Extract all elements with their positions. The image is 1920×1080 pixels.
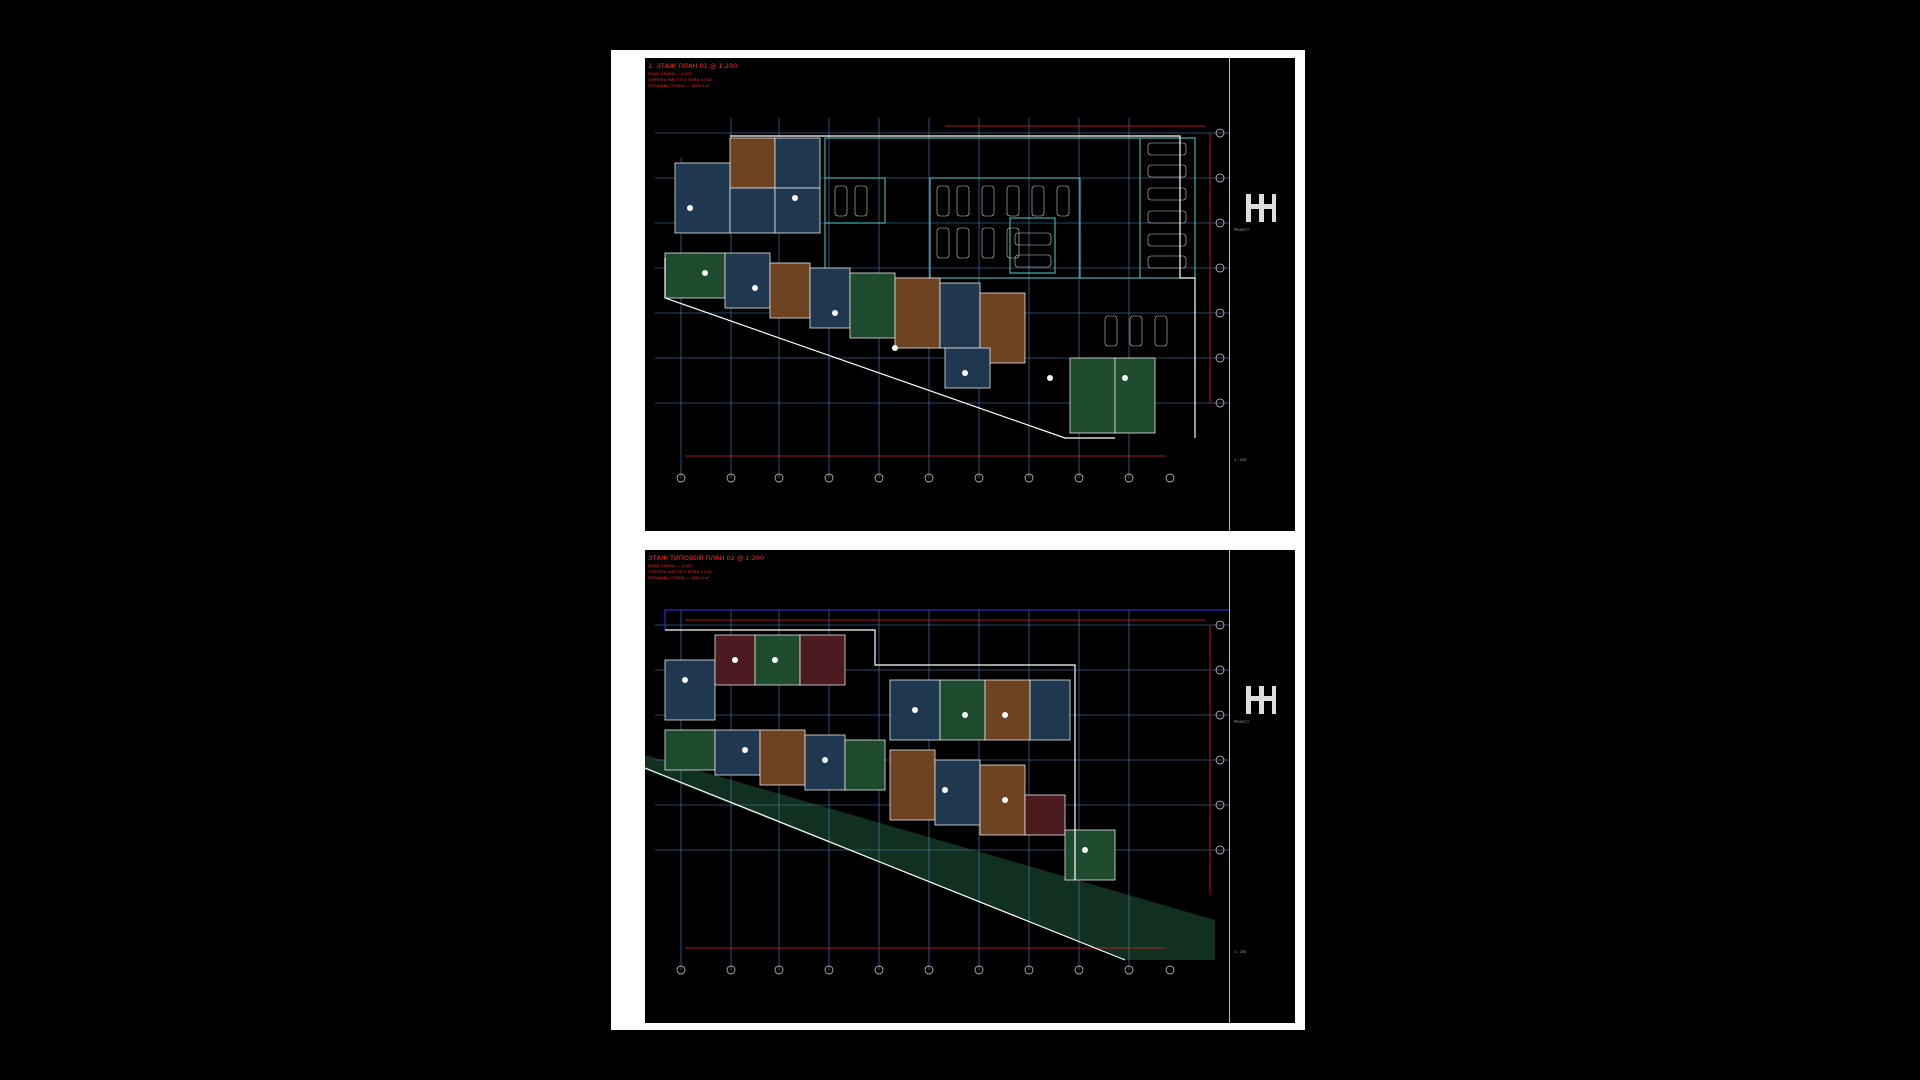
sheet-1-subtitle-3: ПЛОЩАДЬ ЭТАЖА — 1619.3 м² — [648, 83, 710, 88]
title-block-1: PROJECT 1 : 200 — [1229, 58, 1295, 531]
dimension-lines — [685, 125, 1211, 457]
sheet-2-subtitle-2: ОТМЕТКА ЧИСТОГО ПОЛА +3.00 — [648, 569, 712, 574]
logo-word-1: PROJECT — [1234, 228, 1250, 232]
sheet-1-title: 1. ЭТАЖ ПЛАН 01 @ 1:200 — [648, 62, 738, 70]
landscape-area — [645, 670, 1215, 960]
scale-note-1: 1 : 200 — [1234, 458, 1247, 462]
floor-plan-drawing-1 — [655, 118, 1229, 483]
grid-axis-markers — [676, 620, 1225, 975]
logo-word-2: PROJECT — [1234, 720, 1250, 724]
dimension-lines — [685, 619, 1211, 949]
hh-logo-icon — [1246, 686, 1276, 714]
hh-logo-icon — [1246, 194, 1276, 222]
parking-area — [824, 137, 1196, 279]
floor-plan-sheet-2: ЭТАЖ ТИПОВОЙ ПЛАН 02 @ 1:200 ПЛАН ЭТАЖА … — [645, 550, 1295, 1023]
sheet-1-subtitle-2: ОТМЕТКА ЧИСТОГО ПОЛА ±0.00 — [648, 77, 712, 82]
scale-note-2: 1 : 200 — [1234, 950, 1247, 954]
sheet-2-subtitle-3: ПЛОЩАДЬ ЭТАЖА — 1619.3 м² — [648, 575, 710, 580]
grid-axis-markers — [676, 128, 1225, 483]
apartment-rooms — [664, 634, 1116, 881]
fixtures — [687, 195, 1128, 381]
building-outline — [664, 135, 1196, 439]
apartment-rooms — [664, 137, 1156, 434]
sheet-1-subtitle-1: ПЛАН ЭТАЖА — 1:200 — [648, 71, 692, 76]
title-block-2: PROJECT 1 : 200 — [1229, 550, 1295, 1023]
sheet-2-title: ЭТАЖ ТИПОВОЙ ПЛАН 02 @ 1:200 — [648, 554, 765, 562]
floor-plan-sheet-1: 1. ЭТАЖ ПЛАН 01 @ 1:200 ПЛАН ЭТАЖА — 1:2… — [645, 58, 1295, 531]
parking-cars — [834, 142, 1187, 347]
company-logo-2 — [1244, 680, 1284, 720]
company-logo-1 — [1244, 188, 1284, 228]
sheet-2-subtitle-1: ПЛАН ЭТАЖА — 1:200 — [648, 563, 692, 568]
roof-outline — [664, 609, 1229, 630]
building-outline — [645, 629, 1126, 961]
fixtures — [682, 657, 1088, 853]
floor-plan-drawing-2 — [645, 609, 1229, 975]
drawing-paper: 1. ЭТАЖ ПЛАН 01 @ 1:200 ПЛАН ЭТАЖА — 1:2… — [611, 50, 1305, 1030]
